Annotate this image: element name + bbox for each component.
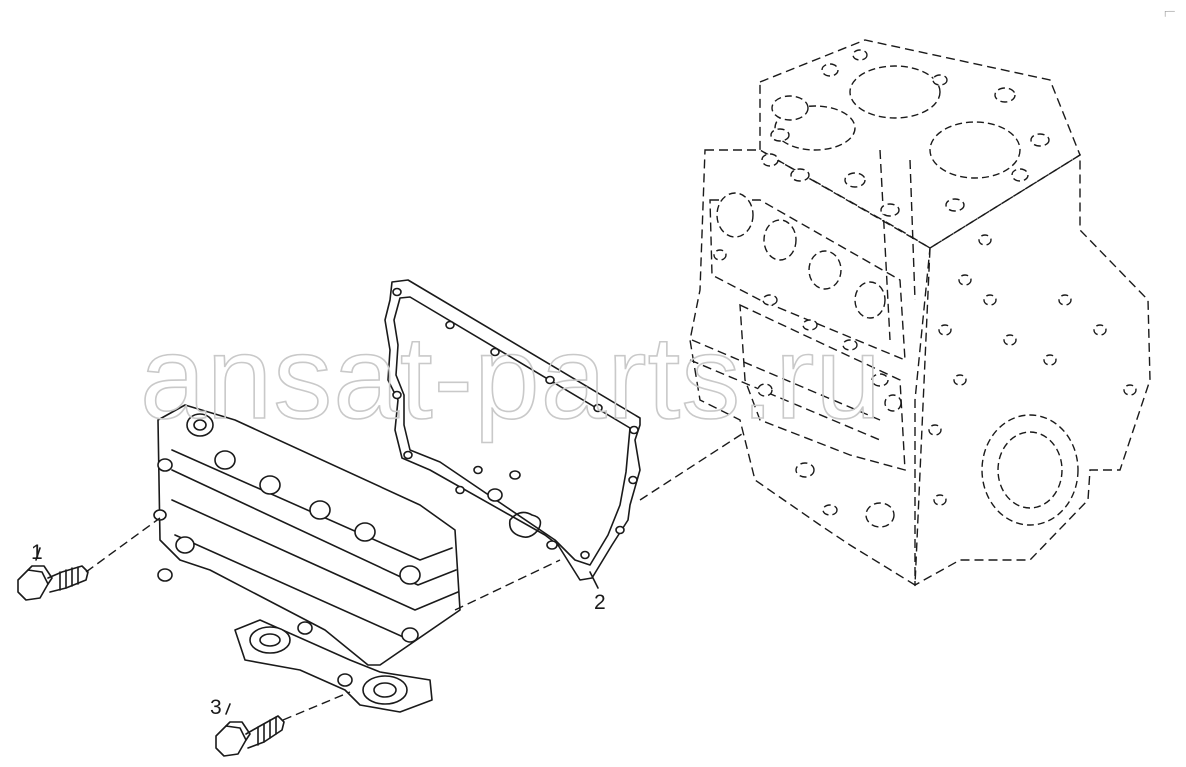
alignment-line-upper [639, 431, 746, 501]
alignment-line-lower [454, 559, 561, 611]
bolt-part-1 [17, 517, 161, 601]
bolt-part-3 [215, 691, 351, 757]
engine-block [689, 39, 1151, 587]
callout-3: 3 [210, 696, 222, 719]
oil-cooler-assembly [153, 404, 461, 713]
gasket-part-2 [384, 279, 641, 589]
corner-mark: ┌─ [1162, 6, 1175, 17]
callout-2: 2 [594, 591, 606, 614]
watermark-text: ansat-parts.ru [140, 312, 882, 444]
callout-1: 1 [31, 541, 43, 564]
